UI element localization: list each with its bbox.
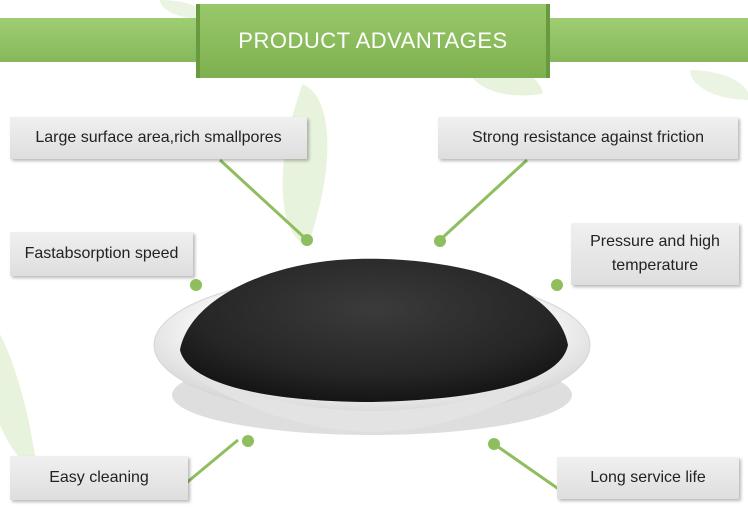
- feature-label: Easy cleaning: [49, 469, 149, 486]
- feature-surface-area: Large surface area,rich smallpores: [10, 117, 307, 159]
- banner-title: PRODUCT ADVANTAGES: [238, 28, 508, 53]
- feature-easy-cleaning: Easy cleaning: [10, 456, 188, 500]
- feature-label: Pressure and high temperature: [590, 233, 720, 274]
- plate-bowl: [186, 372, 558, 432]
- feature-pressure-temperature: Pressure and high temperature: [571, 223, 739, 285]
- banner-panel: PRODUCT ADVANTAGES: [196, 4, 550, 78]
- feature-label: Fastabsorption speed: [24, 245, 179, 262]
- feature-label: Long service life: [590, 469, 706, 486]
- feature-label: Strong resistance against friction: [471, 129, 705, 146]
- feature-friction-resistance: Strong resistance against friction: [438, 117, 738, 159]
- feature-service-life: Long service life: [557, 457, 739, 499]
- carbon-powder: [180, 258, 568, 402]
- feature-label: Large surface area,rich smallpores: [35, 129, 282, 146]
- feature-absorption-speed: Fastabsorption speed: [10, 232, 193, 276]
